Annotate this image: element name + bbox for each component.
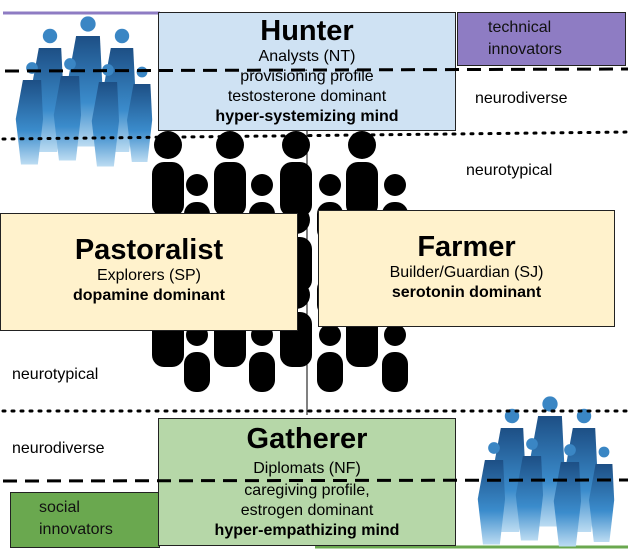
gatherer-bold: hyper-empathizing mind [214, 522, 400, 539]
farmer-title: Farmer [417, 231, 516, 263]
person-silhouette [317, 324, 343, 392]
business-person-icon [589, 446, 615, 542]
hunter-line: testosterone dominant [227, 88, 387, 105]
social-innovators-label: social innovators [39, 499, 113, 538]
neurotypical-label-bottom: neurotypical [12, 366, 99, 383]
technical-innovators-label: technical innovators [488, 19, 562, 58]
hunter-line: Analysts (NT) [258, 48, 356, 65]
pastoralist-title: Pastoralist [74, 234, 224, 266]
pastoralist-line: Explorers (SP) [96, 267, 202, 284]
business-person-icon [553, 444, 582, 547]
business-person-icon [515, 438, 544, 541]
neurodiverse-label-bottom: neurodiverse [12, 440, 105, 457]
social-innovators-box: social innovators [10, 492, 160, 548]
gatherer-line: estrogen dominant [240, 502, 374, 519]
technical-innovators-box: technical innovators [457, 12, 626, 66]
business-people-bottom-right [477, 396, 615, 547]
hunter-box: Hunter Analysts (NT) provisioning profil… [158, 12, 456, 131]
person-silhouette [184, 324, 210, 392]
gatherer-line: Diplomats (NF) [253, 460, 361, 477]
pastoralist-box: Pastoralist Explorers (SP) dopamine domi… [0, 213, 298, 331]
hunter-title: Hunter [260, 15, 354, 47]
pastoralist-bold: dopamine dominant [73, 287, 225, 304]
person-silhouette [214, 131, 246, 217]
person-silhouette [249, 324, 275, 392]
person-silhouette [346, 131, 378, 217]
neurodiverse-label-top: neurodiverse [475, 90, 568, 107]
business-person-icon [91, 64, 120, 167]
farmer-bold: serotonin dominant [391, 284, 542, 301]
person-silhouette [152, 131, 184, 217]
hunter-line: provisioning profile [240, 68, 374, 85]
hunter-bold: hyper-systemizing mind [215, 108, 399, 125]
farmer-line: Builder/Guardian (SJ) [389, 264, 544, 281]
business-people-top-left [15, 16, 153, 167]
person-silhouette [382, 324, 408, 392]
farmer-box: Farmer Builder/Guardian (SJ) serotonin d… [318, 210, 615, 327]
gatherer-box: Gatherer Diplomats (NF) caregiving profi… [158, 418, 456, 546]
gatherer-title: Gatherer [246, 423, 368, 455]
neurotypical-label-top: neurotypical [466, 162, 553, 179]
gatherer-line: caregiving profile, [244, 482, 370, 499]
